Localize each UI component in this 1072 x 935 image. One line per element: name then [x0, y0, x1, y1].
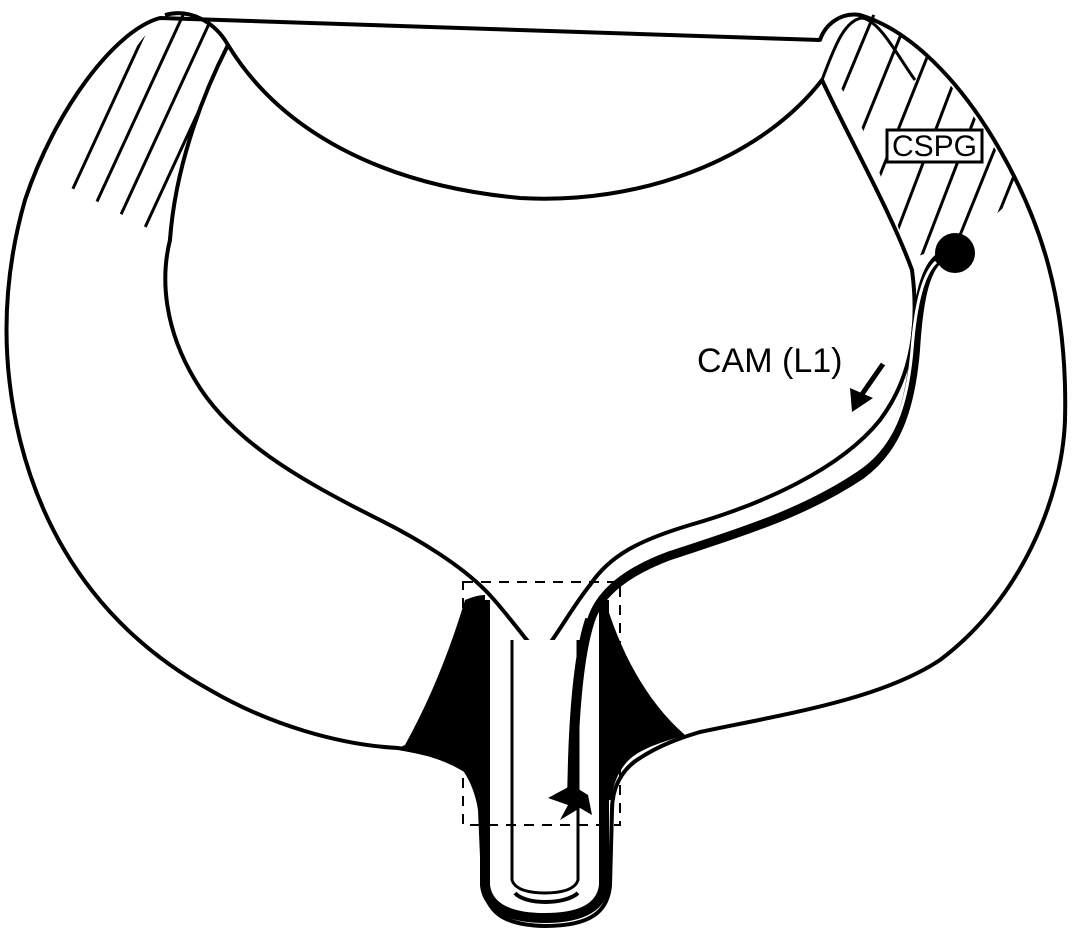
cspg-label: CSPG	[892, 130, 977, 163]
cam-label: CAM (L1)	[697, 342, 842, 380]
neuron-cell-body	[935, 233, 975, 273]
